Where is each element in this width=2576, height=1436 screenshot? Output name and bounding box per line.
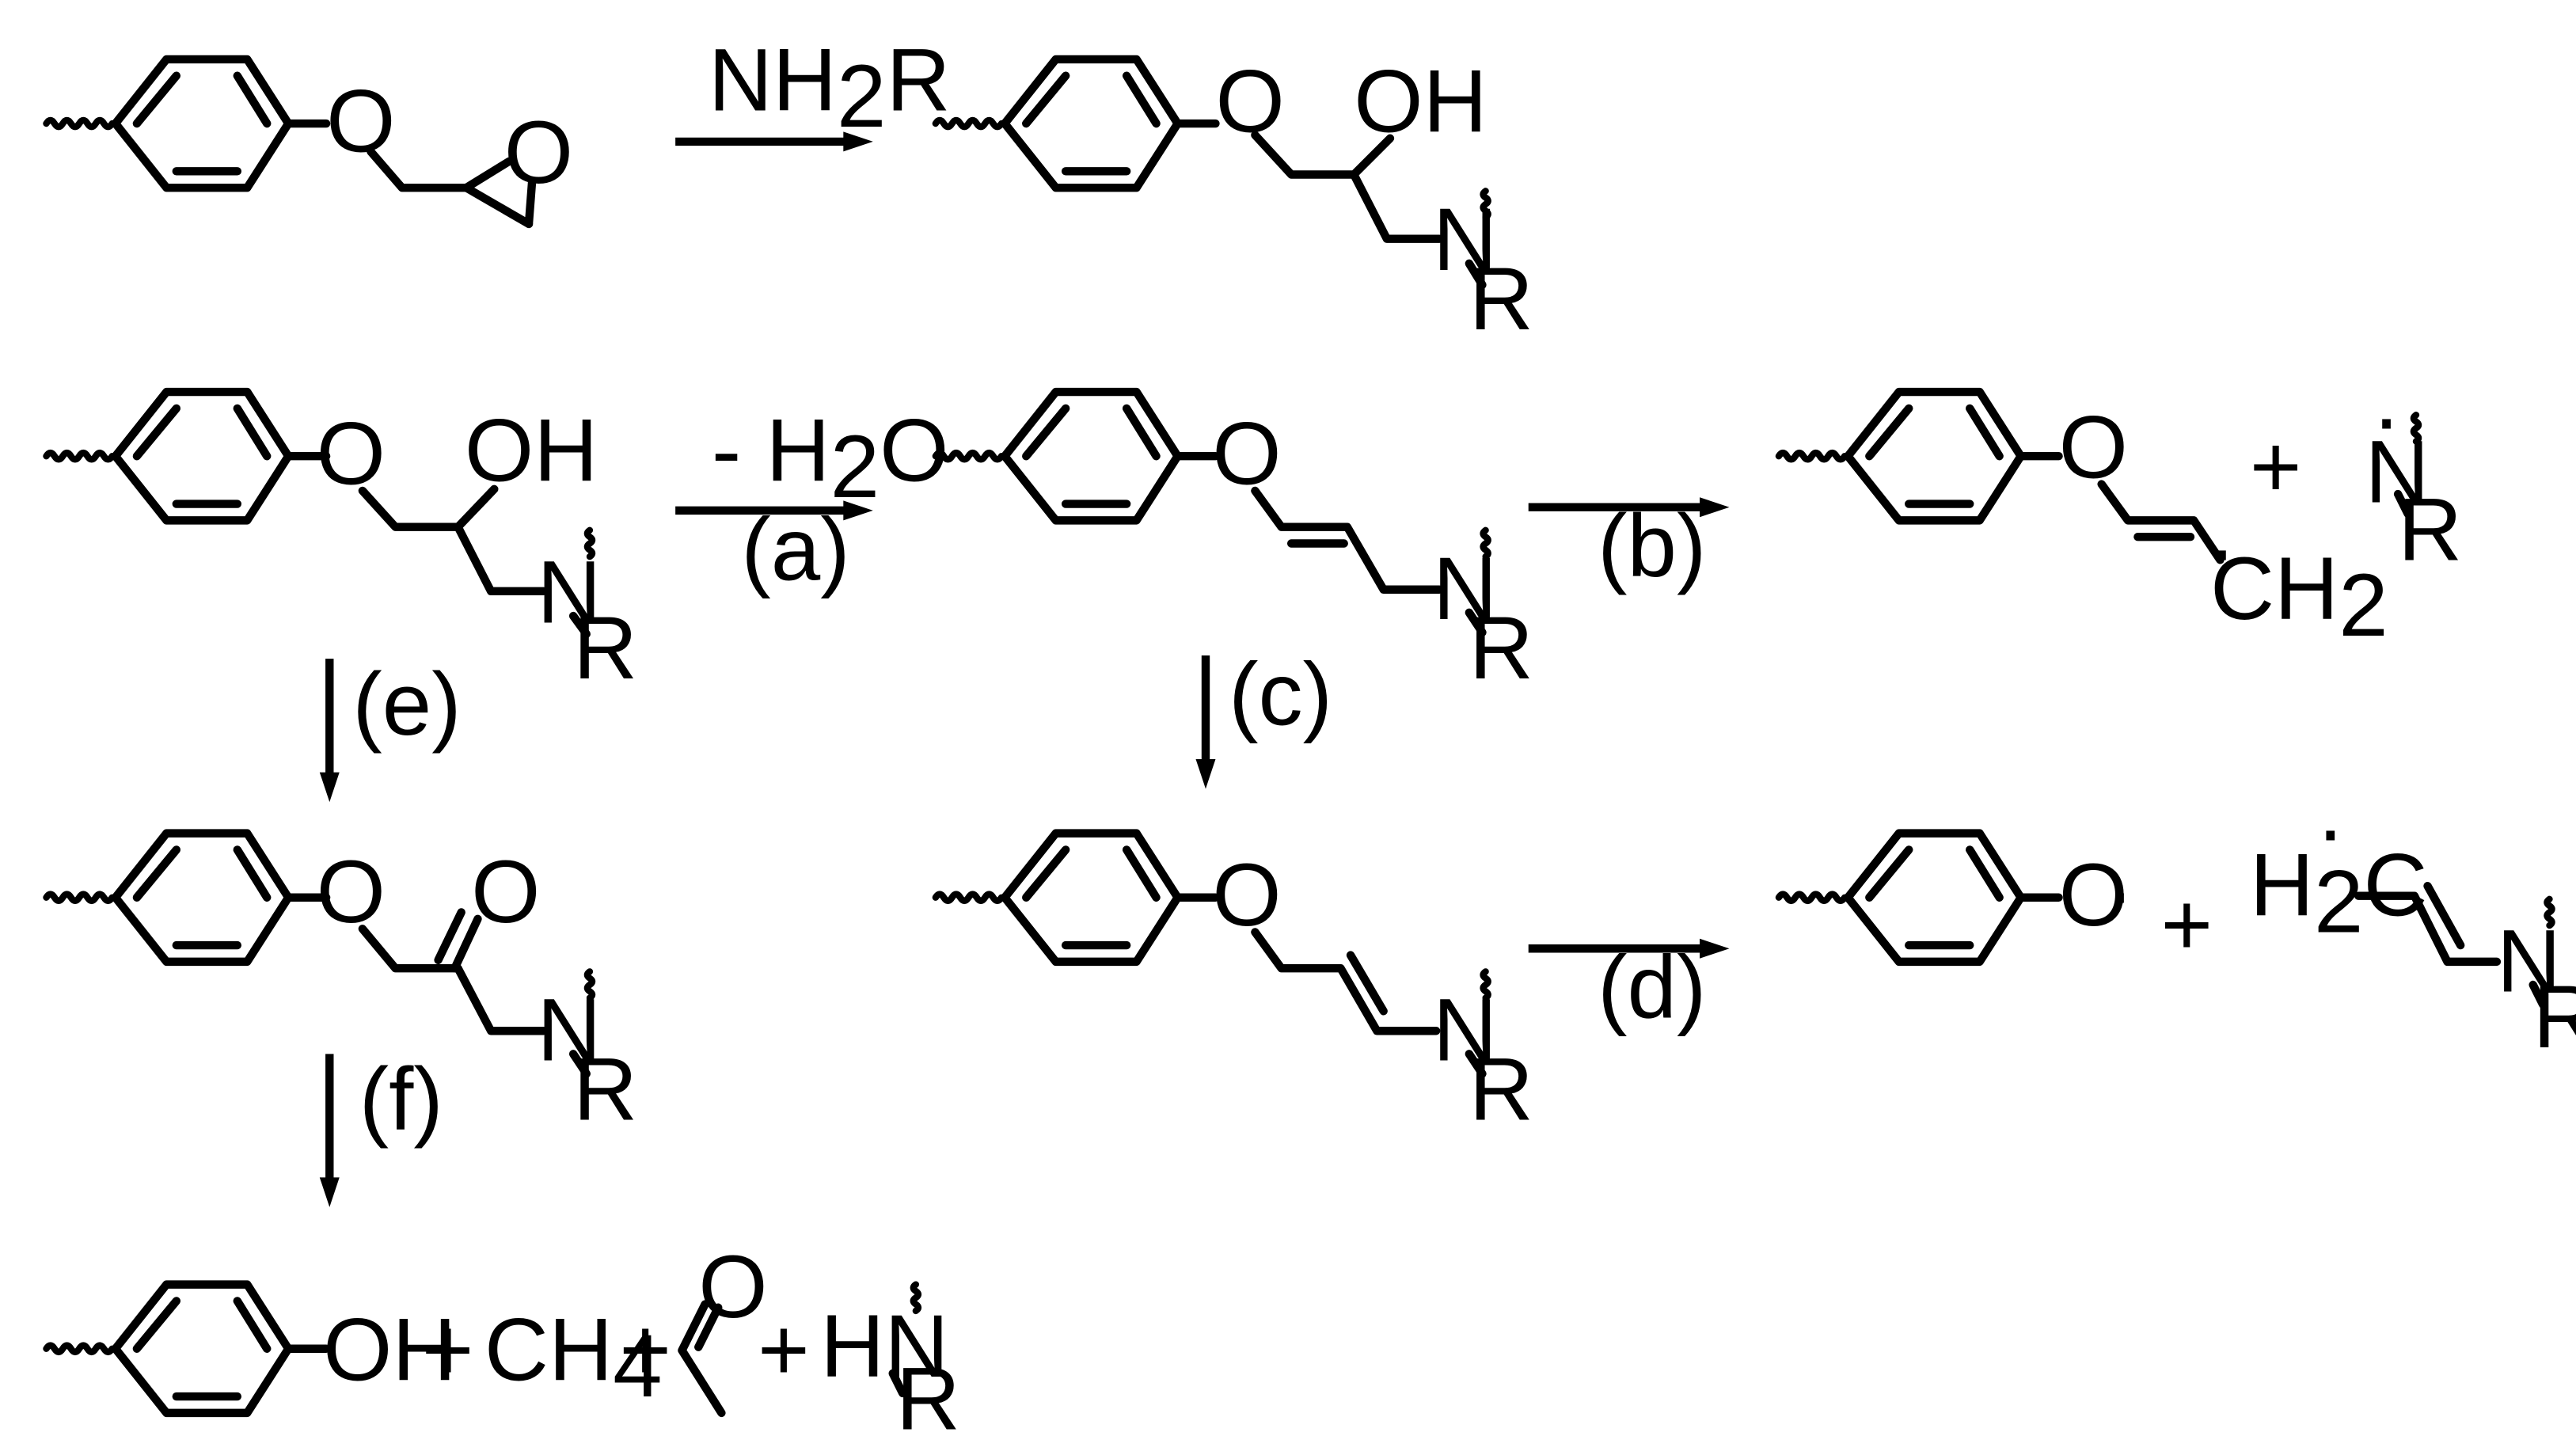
- atom-r: R: [1469, 598, 1533, 697]
- hydroxyl-group: OH: [323, 1299, 457, 1399]
- secondary-amine: HN R: [820, 1285, 960, 1436]
- radical-dot: ·: [2372, 367, 2401, 467]
- phenylene-ring-icon: [46, 834, 326, 962]
- atom-r: R: [896, 1349, 960, 1436]
- plus-sign: +: [758, 1299, 810, 1399]
- atom-r: R: [1469, 249, 1533, 348]
- phenylene-ring-icon: [1779, 834, 2059, 962]
- wavy-bond-icon: [587, 530, 592, 557]
- arrow-step-b: (b): [1528, 496, 1730, 595]
- carbonyl-oxygen: O: [698, 1237, 767, 1336]
- methane: CH4: [484, 1299, 663, 1415]
- atom-o: O: [1212, 404, 1281, 503]
- wavy-bond-icon: [1484, 530, 1488, 557]
- radical-dot: ·: [2316, 779, 2345, 879]
- arrow-amine-addition: NH2R: [675, 29, 951, 152]
- atom-r: R: [2398, 479, 2462, 579]
- hydroxyl-group: OH: [1354, 51, 1487, 150]
- step-label-d: (d): [1598, 937, 1706, 1037]
- phenylene-ring-icon: [936, 834, 1216, 962]
- epoxide-oxygen: O: [504, 102, 573, 202]
- hydroxyl-group: OH: [465, 400, 598, 500]
- molecule-allyl-enamine-radical: H2C · N R: [2250, 779, 2576, 1066]
- wavy-bond-icon: [2414, 415, 2418, 441]
- carbonyl-oxygen: O: [471, 841, 540, 941]
- atom-r: R: [573, 1039, 637, 1139]
- molecule-enol-ether: O N R: [936, 392, 1533, 697]
- step-label-a: (a): [741, 499, 849, 598]
- arrow-step-f: (f): [319, 1049, 443, 1207]
- wavy-bond-icon: [914, 1285, 918, 1311]
- molecule-phenoxy-radical: O ·: [1779, 834, 2134, 962]
- molecule-acetaldehyde: O: [678, 1237, 768, 1418]
- step-label-e: (e): [352, 654, 461, 754]
- phenylene-ring-icon: [1779, 392, 2059, 520]
- step-label-f: (f): [359, 1049, 443, 1149]
- step-label-c: (c): [1229, 644, 1332, 743]
- phenylene-ring-icon: [46, 59, 326, 188]
- atom-o: O: [1212, 845, 1281, 944]
- wavy-bond-icon: [1484, 971, 1488, 997]
- arrow-step-d: (d): [1528, 937, 1730, 1037]
- molecule-epoxide: O O: [46, 59, 573, 229]
- phenylene-ring-icon: [46, 392, 326, 520]
- methylene-radical: CH2: [2210, 538, 2388, 655]
- radical-dot: ·: [2105, 841, 2134, 941]
- step-label-b: (b): [1598, 496, 1706, 595]
- methylene-radical: H2C: [2250, 835, 2428, 952]
- atom-o: O: [2059, 845, 2128, 944]
- molecule-ketone: O O N R: [46, 834, 637, 1139]
- molecule-allyloxy-radical: O CH2 ·: [1779, 392, 2388, 655]
- molecule-enamine: O N R: [936, 834, 1533, 1139]
- phenylene-ring-icon: [936, 59, 1216, 188]
- plus-sign: +: [2250, 416, 2302, 516]
- atom-o: O: [2059, 397, 2128, 496]
- atom-r: R: [2533, 967, 2576, 1066]
- aminyl-radical: N · R: [2365, 367, 2463, 579]
- molecule-phenol: OH: [46, 1285, 456, 1413]
- atom-o: O: [326, 70, 395, 170]
- molecule-amino-alcohol-2: O OH N R: [46, 392, 637, 697]
- reagent-dehydration: - H2O: [712, 400, 949, 516]
- plus-sign: +: [422, 1299, 474, 1399]
- arrow-step-e: (e): [319, 654, 462, 803]
- atom-r: R: [573, 598, 637, 697]
- molecule-amino-alcohol-1: O OH N R: [936, 51, 1533, 348]
- wavy-bond-icon: [1484, 191, 1488, 217]
- phenylene-ring-icon: [936, 392, 1216, 520]
- atom-o: O: [317, 404, 386, 503]
- radical-dot: ·: [2207, 499, 2236, 598]
- atom-r: R: [1469, 1039, 1533, 1139]
- arrow-step-c: (c): [1195, 644, 1332, 789]
- atom-o: O: [317, 841, 386, 941]
- plus-sign: +: [619, 1299, 671, 1399]
- arrow-step-a: - H2O (a): [675, 400, 948, 598]
- atom-o: O: [1215, 51, 1284, 150]
- wavy-bond-icon: [2547, 899, 2551, 925]
- reagent-amine: NH2R: [709, 29, 951, 146]
- amine-hn: HN: [820, 1296, 948, 1396]
- wavy-bond-icon: [587, 971, 592, 997]
- phenylene-ring-icon: [46, 1285, 326, 1413]
- plus-sign: +: [2161, 875, 2213, 974]
